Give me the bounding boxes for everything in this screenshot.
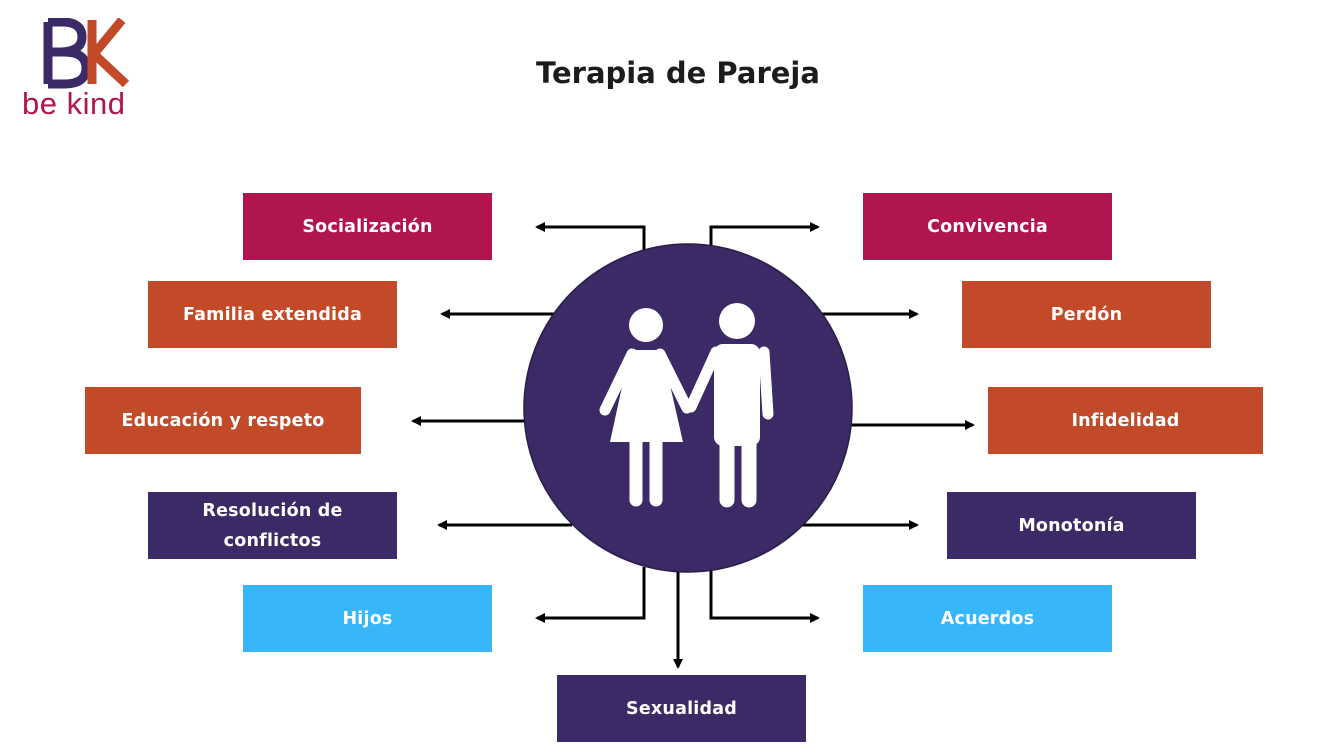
- topic-sexualidad: Sexualidad: [557, 675, 806, 742]
- bk-logo-icon: [43, 18, 130, 89]
- topic-perdon: Perdón: [962, 281, 1211, 348]
- topic-resolucion-conflictos: Resolución de conflictos: [148, 492, 397, 559]
- couple-icon: [599, 303, 774, 508]
- arrow-acuerdos: [709, 566, 820, 623]
- topic-monotonia: Monotonía: [947, 492, 1196, 559]
- topic-hijos: Hijos: [243, 585, 492, 652]
- page-title: Terapia de Pareja: [536, 56, 820, 90]
- topic-socializacion: Socialización: [243, 193, 492, 260]
- arrow-socializacion: [535, 222, 646, 250]
- topic-infidelidad: Infidelidad: [988, 387, 1263, 454]
- topic-educacion-respeto: Educación y respeto: [85, 387, 361, 454]
- arrow-convivencia: [709, 222, 820, 247]
- arrow-hijos: [535, 567, 646, 623]
- topic-acuerdos: Acuerdos: [863, 585, 1112, 652]
- topic-convivencia: Convivencia: [863, 193, 1112, 260]
- topic-familia-extendida: Familia extendida: [148, 281, 397, 348]
- logo-text: be kind: [22, 86, 126, 121]
